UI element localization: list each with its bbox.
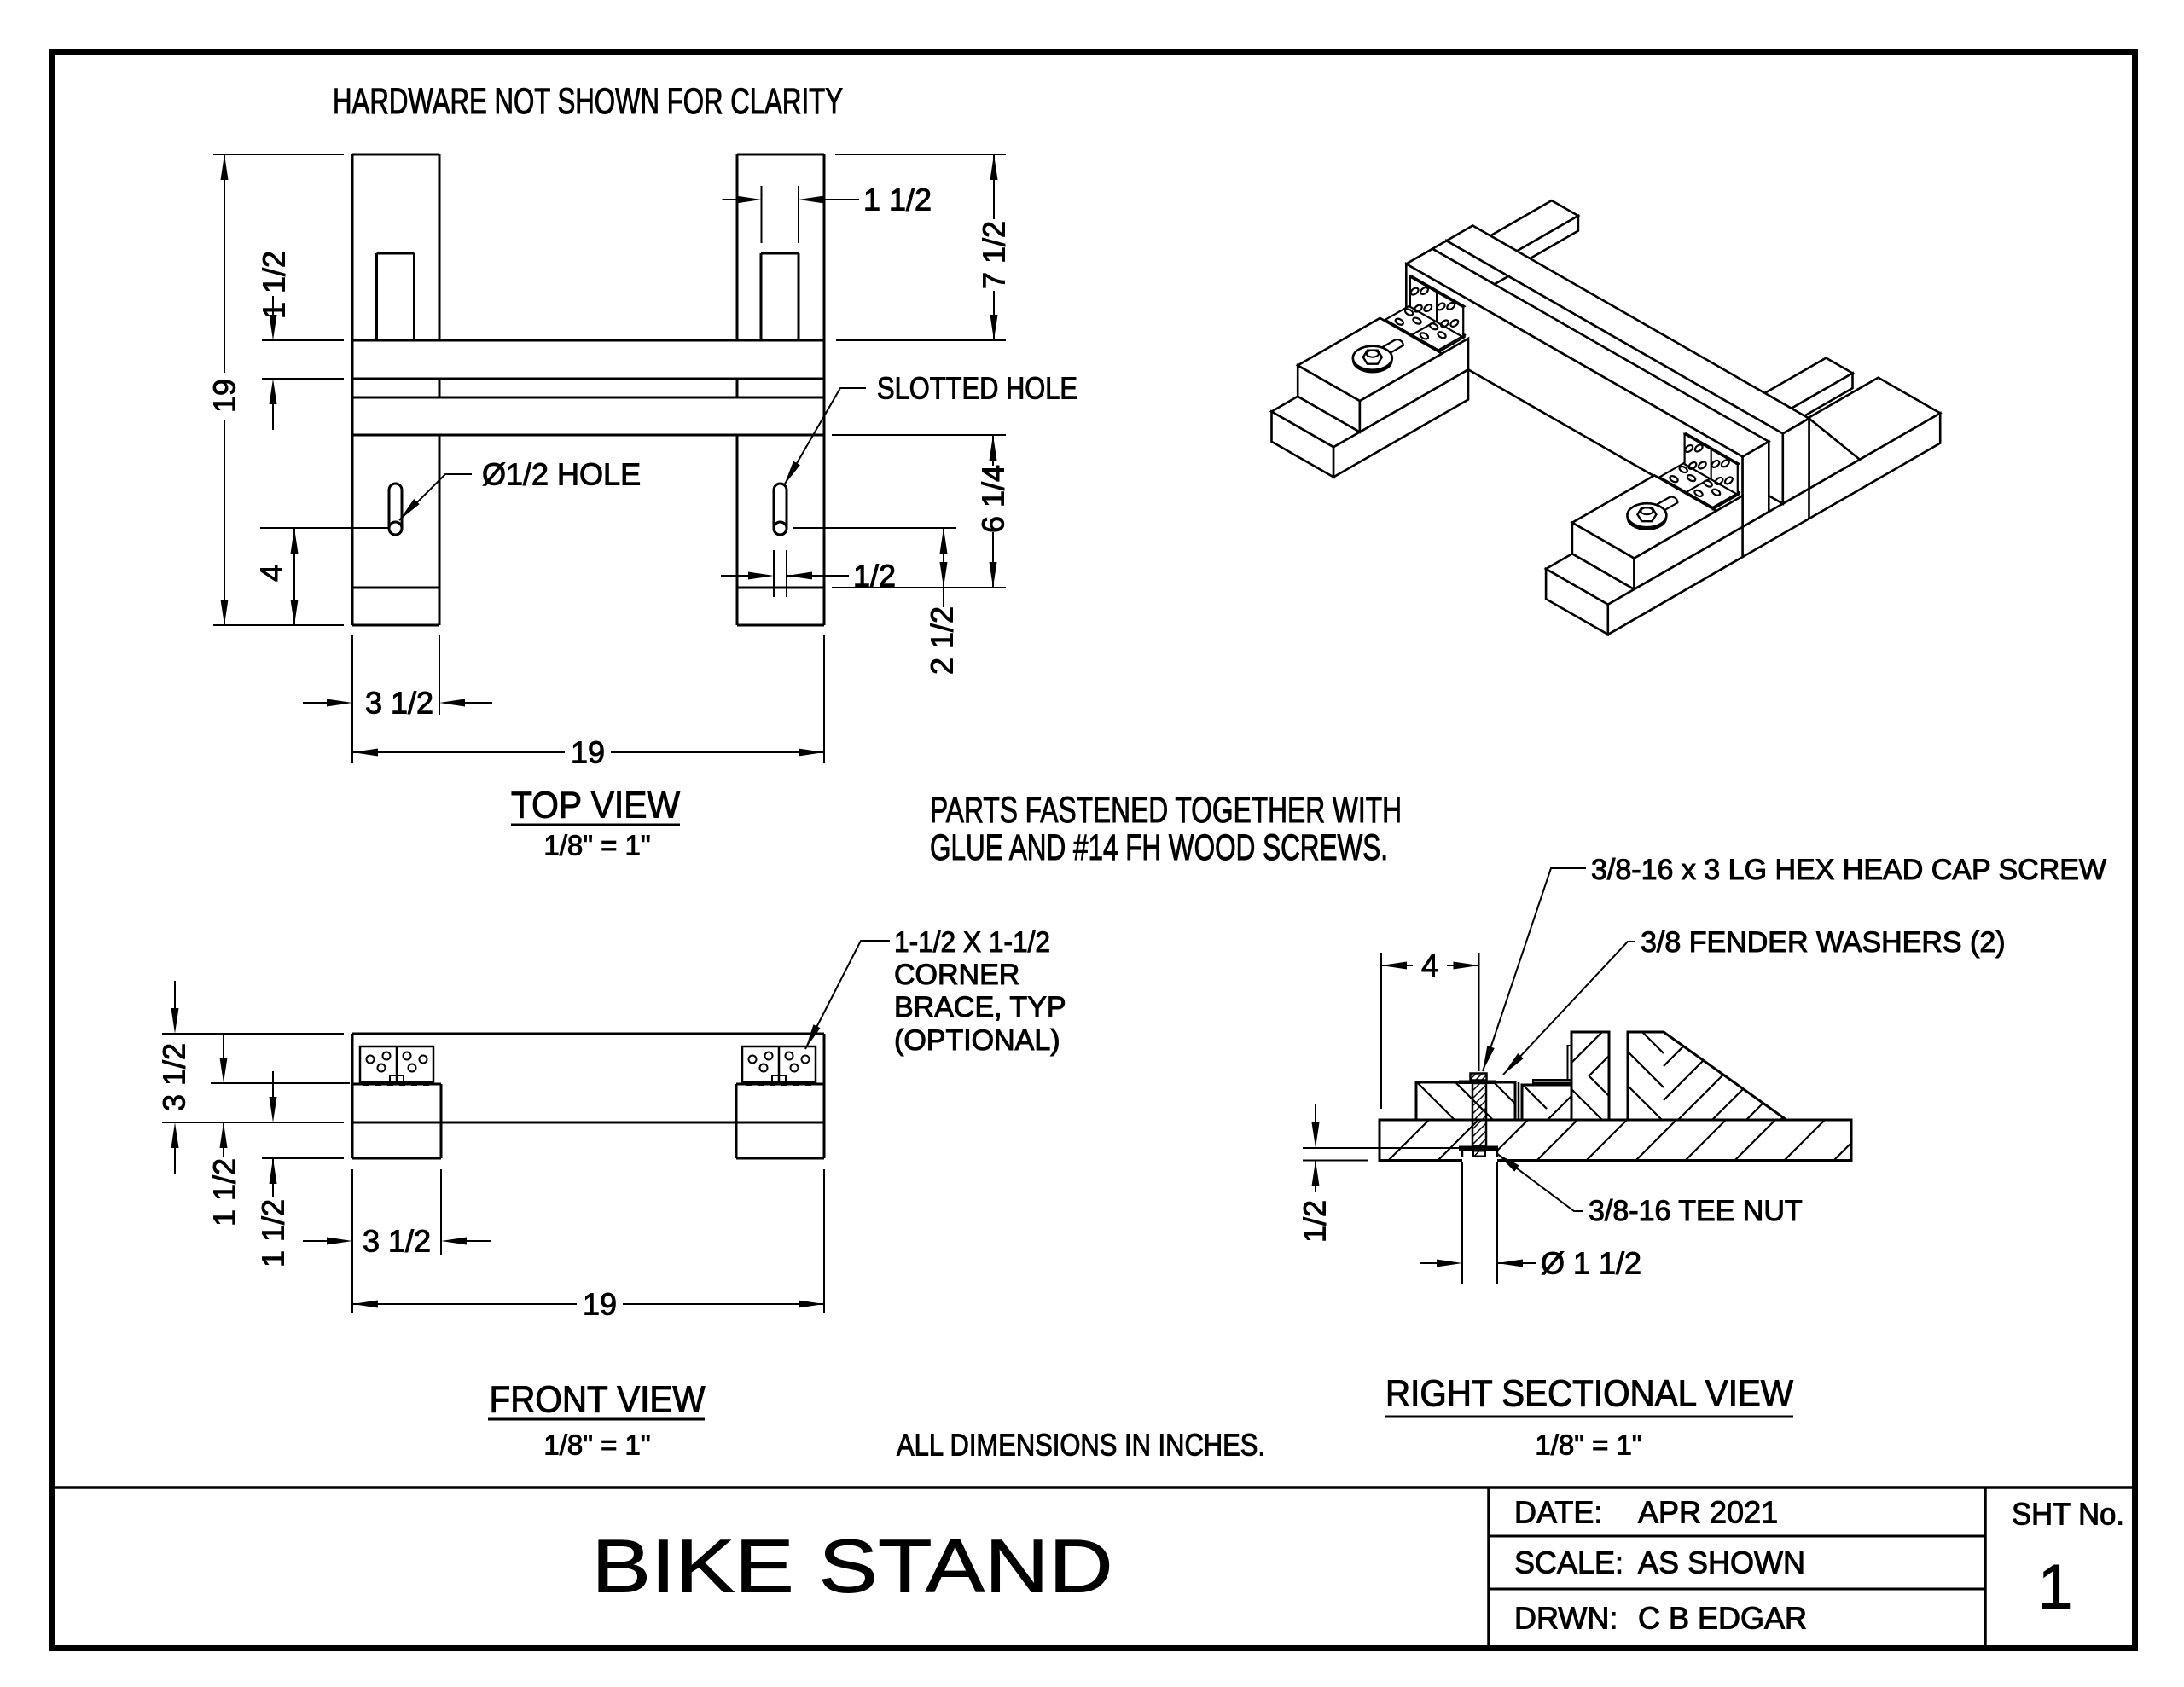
svg-text:4: 4 — [1421, 948, 1438, 983]
svg-text:DRWN:: DRWN: — [1514, 1601, 1618, 1636]
svg-text:RIGHT SECTIONAL VIEW: RIGHT SECTIONAL VIEW — [1385, 1373, 1793, 1415]
svg-text:1/8" = 1": 1/8" = 1" — [1535, 1429, 1641, 1461]
svg-text:PARTS FASTENED TOGETHER WITH: PARTS FASTENED TOGETHER WITH — [930, 790, 1402, 831]
svg-text:3 1/2: 3 1/2 — [365, 686, 433, 721]
svg-text:1 1/2: 1 1/2 — [257, 251, 292, 319]
svg-text:6 1/4: 6 1/4 — [976, 465, 1011, 533]
svg-text:19: 19 — [571, 735, 605, 770]
svg-text:SHT No.: SHT No. — [2012, 1497, 2124, 1532]
svg-text:3/8 FENDER WASHERS (2): 3/8 FENDER WASHERS (2) — [1641, 926, 2006, 959]
svg-text:19: 19 — [207, 379, 242, 413]
svg-text:1 1/2: 1 1/2 — [256, 1199, 291, 1267]
svg-text:1 1/2: 1 1/2 — [863, 183, 932, 217]
svg-text:3 1/2: 3 1/2 — [363, 1224, 431, 1259]
svg-text:19: 19 — [583, 1287, 617, 1322]
svg-text:TOP VIEW: TOP VIEW — [511, 785, 680, 826]
svg-text:1 1/2: 1 1/2 — [207, 1158, 242, 1226]
svg-text:1/8" = 1": 1/8" = 1" — [543, 830, 650, 861]
svg-text:3/8-16 x 3 LG HEX HEAD CAP SCR: 3/8-16 x 3 LG HEX HEAD CAP SCREW — [1591, 854, 2106, 886]
svg-text:1/2: 1/2 — [1298, 1200, 1333, 1243]
svg-text:Ø1/2 HOLE: Ø1/2 HOLE — [482, 457, 641, 492]
svg-text:BIKE STAND: BIKE STAND — [592, 1524, 1113, 1609]
svg-text:SCALE:: SCALE: — [1514, 1545, 1623, 1580]
svg-text:ALL DIMENSIONS IN INCHES.: ALL DIMENSIONS IN INCHES. — [897, 1428, 1265, 1463]
svg-text:C B EDGAR: C B EDGAR — [1638, 1601, 1807, 1636]
svg-text:Ø 1 1/2: Ø 1 1/2 — [1541, 1246, 1641, 1281]
svg-text:1-1/2 X 1-1/2: 1-1/2 X 1-1/2 — [894, 926, 1050, 959]
svg-text:BRACE, TYP: BRACE, TYP — [894, 991, 1066, 1023]
svg-text:APR 2021: APR 2021 — [1638, 1495, 1778, 1530]
svg-text:SLOTTED HOLE: SLOTTED HOLE — [877, 371, 1077, 406]
svg-text:CORNER: CORNER — [894, 959, 1019, 991]
svg-text:4: 4 — [254, 565, 289, 582]
svg-text:1: 1 — [2038, 1553, 2073, 1622]
svg-text:7 1/2: 7 1/2 — [977, 221, 1012, 289]
svg-text:DATE:: DATE: — [1514, 1495, 1602, 1530]
svg-text:HARDWARE NOT SHOWN FOR CLARITY: HARDWARE NOT SHOWN FOR CLARITY — [333, 81, 843, 122]
svg-text:1/8" = 1": 1/8" = 1" — [543, 1429, 650, 1461]
svg-text:1/2: 1/2 — [853, 559, 896, 594]
svg-text:GLUE AND #14 FH WOOD SCREWS.: GLUE AND #14 FH WOOD SCREWS. — [930, 827, 1388, 868]
svg-text:3/8-16 TEE NUT: 3/8-16 TEE NUT — [1589, 1195, 1803, 1227]
svg-text:(OPTIONAL): (OPTIONAL) — [894, 1024, 1060, 1057]
svg-text:FRONT VIEW: FRONT VIEW — [490, 1379, 706, 1421]
svg-text:2 1/2: 2 1/2 — [925, 606, 960, 675]
svg-text:AS SHOWN: AS SHOWN — [1638, 1545, 1805, 1580]
svg-text:3 1/2: 3 1/2 — [157, 1043, 192, 1111]
